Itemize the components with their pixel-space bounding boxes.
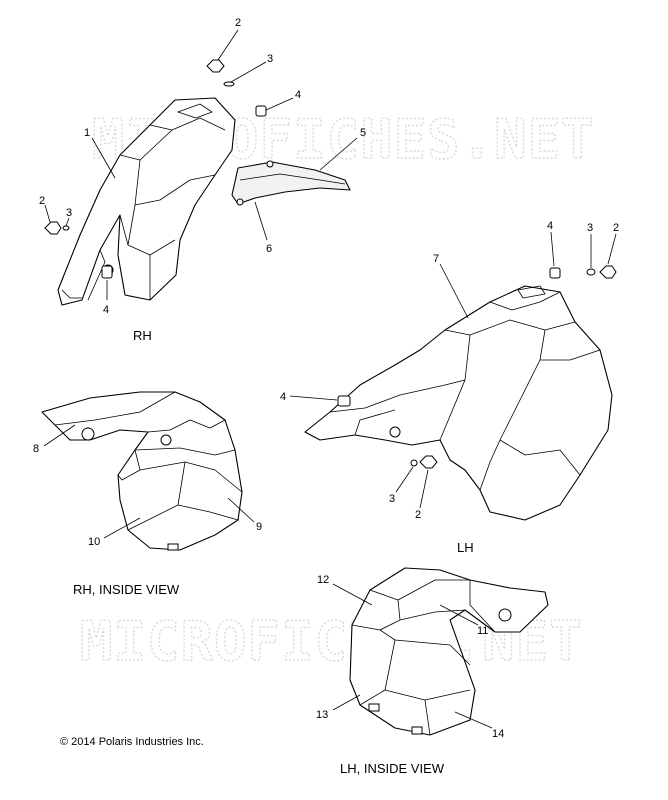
callout-2: 2 (415, 509, 421, 521)
nut-icon (255, 105, 267, 117)
copyright-notice: © 2014 Polaris Industries Inc. (60, 736, 204, 748)
push-rivet-icon (419, 455, 438, 469)
push-rivet-icon (44, 221, 62, 235)
callout-7: 7 (433, 253, 439, 265)
nut-icon (101, 265, 113, 279)
washer-icon (410, 459, 418, 467)
callout-3: 3 (66, 207, 72, 219)
callout-14: 14 (492, 728, 504, 740)
rh-fender-assembly (44, 29, 358, 306)
callout-10: 10 (88, 536, 100, 548)
caption-rh-inside-view: RH, INSIDE VIEW (73, 582, 180, 597)
callout-4: 4 (103, 304, 109, 316)
lh-inside-view-assembly (332, 567, 549, 736)
nut-icon (549, 267, 561, 279)
caption-lh: LH (457, 540, 474, 555)
callout-3: 3 (587, 222, 593, 234)
washer-icon (223, 81, 235, 87)
callout-9: 9 (256, 521, 262, 533)
rh-inside-view-assembly (41, 391, 255, 551)
callout-5: 5 (360, 127, 366, 139)
callout-2: 2 (613, 222, 619, 234)
washer-icon (586, 268, 596, 276)
nut-icon (337, 395, 351, 407)
push-rivet-icon (206, 59, 225, 73)
callout-3: 3 (389, 493, 395, 505)
callout-8: 8 (33, 443, 39, 455)
callout-1: 1 (84, 127, 90, 139)
callout-4: 4 (295, 89, 301, 101)
callout-4: 4 (280, 391, 286, 403)
push-rivet-icon (599, 265, 617, 279)
caption-lh-inside-view: LH, INSIDE VIEW (340, 761, 445, 776)
callout-2: 2 (235, 17, 241, 29)
callout-3: 3 (267, 53, 273, 65)
callout-11: 11 (477, 625, 488, 637)
callout-2: 2 (39, 195, 45, 207)
callout-13: 13 (316, 709, 328, 721)
callout-12: 12 (317, 574, 329, 586)
callout-4: 4 (547, 220, 553, 232)
callout-6: 6 (266, 243, 272, 255)
lh-fender-assembly (289, 231, 617, 521)
caption-rh: RH (133, 328, 152, 343)
washer-icon (62, 225, 70, 231)
